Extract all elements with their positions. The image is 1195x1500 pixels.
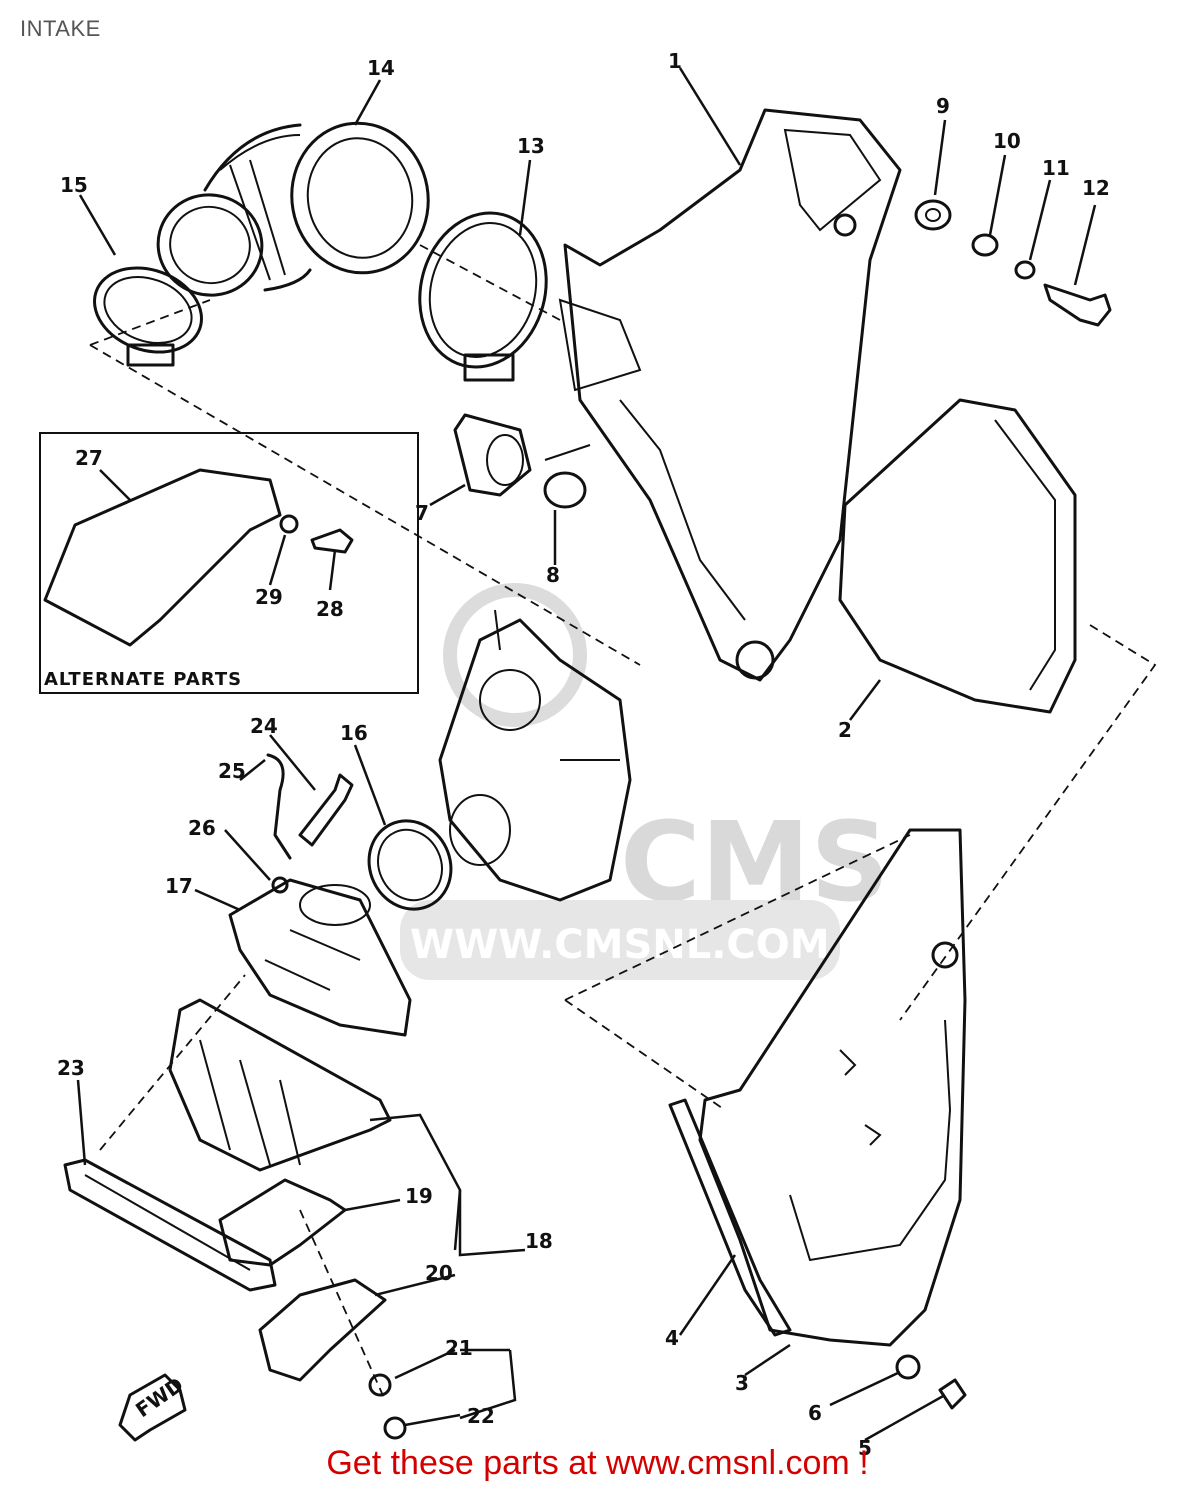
callout-17: 17: [165, 874, 193, 898]
callout-8: 8: [546, 563, 560, 587]
fwd-direction-marker: FWD: [118, 1372, 188, 1442]
part-27-shield: [43, 468, 282, 647]
callout-6: 6: [808, 1401, 822, 1425]
callout-22: 22: [467, 1404, 495, 1428]
part-13-hose-clamp: [418, 211, 548, 382]
callout-27: 27: [75, 446, 103, 470]
part-5-screw: [938, 1378, 967, 1410]
carburetor: [438, 609, 632, 902]
part-23-gasket: [63, 1158, 277, 1292]
callout-23: 23: [57, 1056, 85, 1080]
part-25-hose: [266, 753, 292, 860]
part-15-hose-clamp: [93, 266, 203, 367]
callout-15: 15: [60, 173, 88, 197]
get-parts-link[interactable]: Get these parts at www.cmsnl.com !: [326, 1444, 869, 1482]
callout-11: 11: [1042, 156, 1070, 180]
part-2-filter-element: [838, 398, 1077, 714]
part-17-carburetor-joint: [228, 878, 412, 1037]
callout-4: 4: [665, 1326, 679, 1350]
callout-26: 26: [188, 816, 216, 840]
part-26-band: [271, 876, 289, 894]
part-3-side-cover: [698, 828, 967, 1347]
part-22-screw: [383, 1416, 407, 1440]
callout-29: 29: [255, 585, 283, 609]
callout-14: 14: [367, 56, 395, 80]
callout-9: 9: [936, 94, 950, 118]
callout-16: 16: [340, 721, 368, 745]
part-10-collar: [971, 233, 999, 257]
part-21-screw: [368, 1373, 392, 1397]
part-11-washer: [1014, 260, 1036, 280]
part-6-grommet: [895, 1354, 921, 1380]
callout-19: 19: [405, 1184, 433, 1208]
callout-12: 12: [1082, 176, 1110, 200]
callout-24: 24: [250, 714, 278, 738]
part-19-reed-petal: [218, 1178, 347, 1267]
callout-5: 5: [858, 1436, 872, 1460]
part-12-bolt: [1043, 283, 1112, 327]
part-4-cover-strip: [668, 1098, 792, 1337]
callout-labels: 1 2 3 4 5 6 7 8 9 10 11 12 13 14 15 16 1…: [57, 49, 1110, 1460]
callout-21: 21: [445, 1336, 473, 1360]
part-1-air-filter-case: [558, 108, 902, 682]
part-28-screw: [310, 528, 354, 554]
page-title: INTAKE: [20, 16, 101, 41]
alternate-parts-box: ALTERNATE PARTS: [39, 432, 419, 694]
part-9-grommet: [914, 199, 952, 231]
callout-2: 2: [838, 718, 852, 742]
part-20-reed-stopper: [258, 1278, 387, 1382]
alternate-parts-label: ALTERNATE PARTS: [44, 669, 242, 690]
callout-28: 28: [316, 597, 344, 621]
part-29-washer: [279, 514, 299, 534]
callout-13: 13: [517, 134, 545, 158]
callout-3: 3: [735, 1371, 749, 1395]
callout-18: 18: [525, 1229, 553, 1253]
part-24-screw: [298, 773, 354, 847]
callout-7: 7: [415, 501, 429, 525]
part-18-reed-valve-assembly: [168, 998, 392, 1172]
part-14-intake-boot: [156, 121, 430, 297]
part-8-clip: [543, 444, 591, 509]
watermark: CMS WWW.CMSNL.COM: [400, 583, 889, 980]
watermark-url: WWW.CMSNL.COM: [410, 922, 830, 968]
callout-10: 10: [993, 129, 1021, 153]
part-16-hose-clamp: [367, 819, 453, 911]
part-7-joint: [453, 413, 532, 497]
callout-1: 1: [668, 49, 682, 73]
callout-leaders: [76, 67, 1097, 1442]
callout-25: 25: [218, 759, 246, 783]
callout-20: 20: [425, 1261, 453, 1285]
